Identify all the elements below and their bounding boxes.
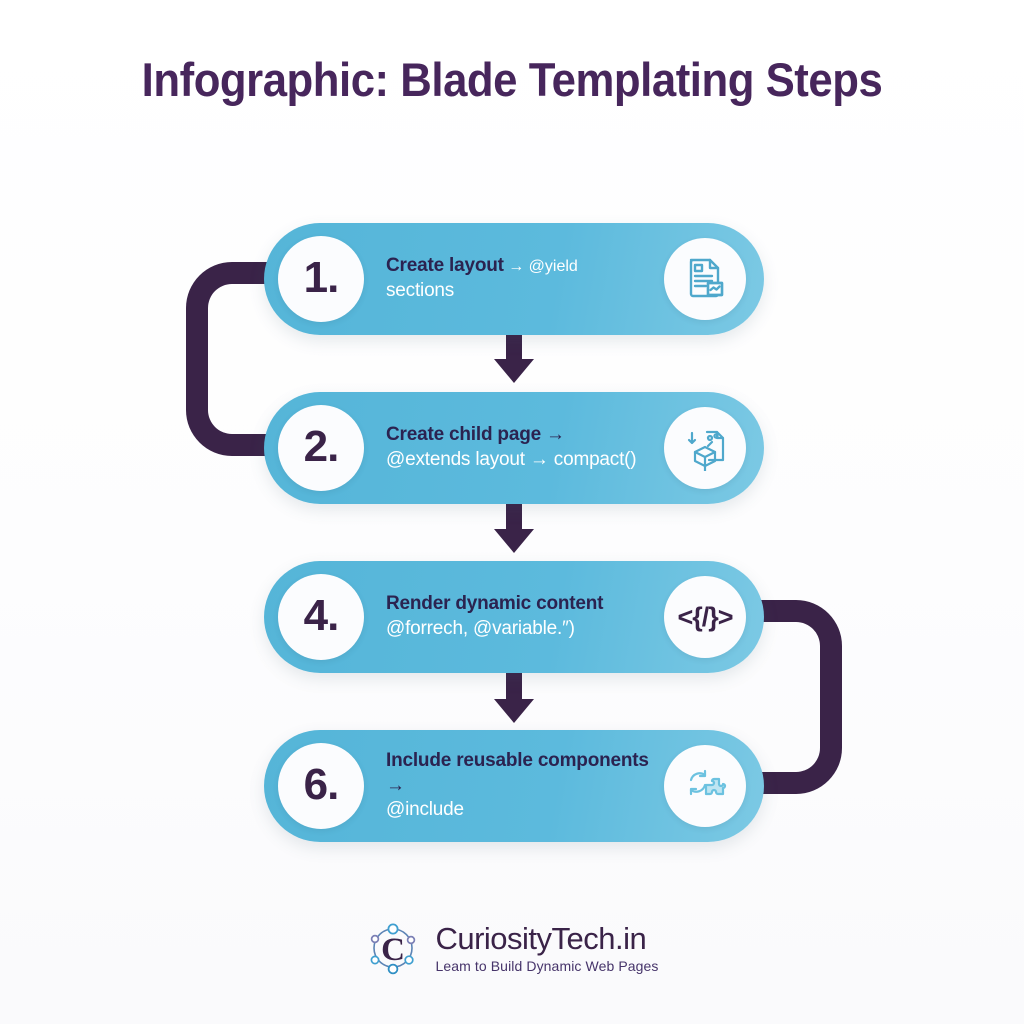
step-number-badge-1: 1.	[278, 236, 364, 322]
step-card-1[interactable]: 1. Create layout → @yield sections	[264, 223, 764, 335]
step-line-primary-3: Render dynamic content	[386, 592, 654, 617]
step-number-4: 6.	[303, 760, 340, 809]
step-number-1: 1.	[303, 253, 340, 302]
step-heading-3: Render dynamic content	[386, 593, 604, 615]
page-title: Infographic: Blade Templating Steps	[141, 53, 883, 106]
down-arrow-icon-3	[486, 673, 542, 725]
curiositytech-molecule-c-logo: C	[365, 920, 421, 976]
step-text-3: Render dynamic content @forrech, @variab…	[364, 592, 664, 641]
step-card-3[interactable]: 4. Render dynamic content @forrech, @var…	[264, 561, 764, 673]
step-line-primary-1: Create layout → @yield	[386, 254, 654, 279]
step-number-badge-3: 4.	[278, 574, 364, 660]
step-heading-suffix-1: → @yield	[508, 258, 578, 276]
document-lines-icon	[664, 238, 746, 320]
step-line-secondary-4: @include	[386, 799, 464, 821]
step-line-primary-2: Create child page →	[386, 423, 654, 448]
step-card-4[interactable]: 6. Include reusable components → @includ…	[264, 730, 764, 842]
code-brackets-glyph: <{/}>	[677, 601, 733, 632]
down-arrow-icon-2	[486, 503, 542, 555]
step-number-badge-4: 6.	[278, 743, 364, 829]
footer-text-block: CuriosityTech.in Leam to Build Dynamic W…	[435, 923, 658, 973]
step-line-secondary-1: sections	[386, 280, 455, 301]
package-transfer-icon	[664, 407, 746, 489]
refresh-puzzle-icon	[664, 745, 746, 827]
step-line-secondary-3: @forrech, @variable.″)	[386, 618, 575, 639]
step-text-4: Include reusable components → @include	[364, 749, 664, 823]
down-arrow-icon-1	[486, 333, 542, 385]
step-text-1: Create layout → @yield sections	[364, 254, 664, 303]
step-heading-1: Create layout	[386, 255, 504, 277]
step-text-2: Create child page → @extends layout → co…	[364, 423, 664, 472]
step-heading-4: Include reusable components →	[386, 749, 649, 796]
svg-text:C: C	[382, 932, 406, 968]
code-brackets-icon: <{/}>	[664, 576, 746, 658]
step-line-secondary-2: @extends layout → compact()	[386, 449, 637, 470]
step-number-badge-2: 2.	[278, 405, 364, 491]
brand-tagline: Leam to Build Dynamic Web Pages	[435, 958, 659, 974]
step-number-3: 4.	[303, 591, 340, 640]
brand-name: CuriosityTech.in	[435, 921, 647, 956]
step-line-primary-4: Include reusable components →	[386, 749, 654, 798]
step-heading-2: Create child page →	[386, 424, 565, 446]
step-card-2[interactable]: 2. Create child page → @extends layout →…	[264, 392, 764, 504]
step-number-2: 2.	[303, 422, 340, 471]
footer-branding: C CuriosityTech.in Leam to Build Dynamic…	[0, 920, 1024, 976]
